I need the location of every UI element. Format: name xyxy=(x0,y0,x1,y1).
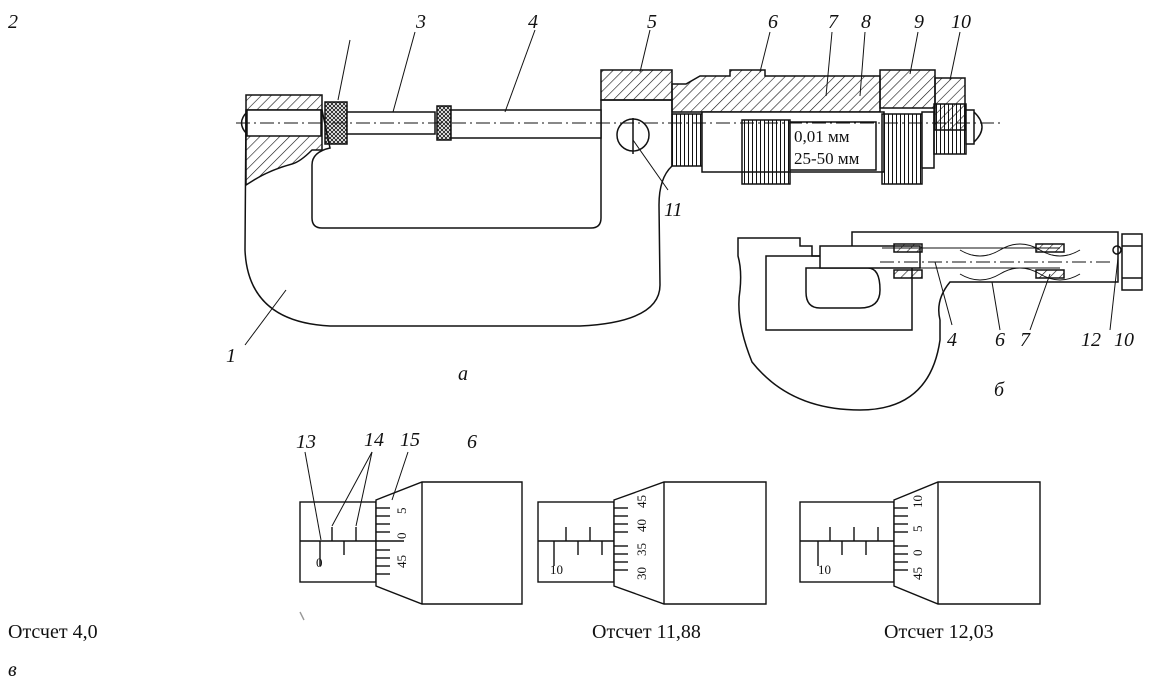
part-label-b10: 10 xyxy=(1114,329,1134,351)
thimble-label-3d: 45 xyxy=(910,567,925,580)
part-label-b7: 7 xyxy=(1020,329,1030,351)
thimble-label-2a: 45 xyxy=(634,495,649,508)
ratchet xyxy=(933,103,967,155)
stem-section xyxy=(600,69,673,101)
part-label-3: 3 xyxy=(416,11,426,33)
sleeve-label-3: 10 xyxy=(818,562,831,577)
thimble-label-3c: 0 xyxy=(910,550,925,557)
reading-caption-2: Отсчет 11,88 xyxy=(592,621,701,643)
thimble-skirt xyxy=(671,113,703,167)
thimble-label-2d: 30 xyxy=(634,567,649,580)
thimble-label-1b: 0 xyxy=(394,533,409,540)
sleeve-label-2: 10 xyxy=(550,562,563,577)
part-label-b4: 4 xyxy=(947,329,957,351)
panel-label-b: б xyxy=(994,379,1005,401)
schematic-ratchet xyxy=(1121,233,1143,291)
reading-caption-1: Отсчет 4,0 xyxy=(8,621,98,643)
thimble-label-2b: 40 xyxy=(634,519,649,532)
micrometer-frame xyxy=(244,99,673,327)
part-label-6: 6 xyxy=(768,11,778,33)
thimble-1 xyxy=(375,481,523,605)
plate-range: 25-50 мм xyxy=(794,149,860,168)
info-plate xyxy=(789,121,877,171)
part-label-15: 15 xyxy=(400,429,420,451)
part-label-c6: 6 xyxy=(467,431,477,453)
scale-reading-3 xyxy=(799,481,1041,605)
micrometer-schematic-view xyxy=(737,231,1143,411)
part-label-4: 4 xyxy=(528,11,538,33)
part-label-7: 7 xyxy=(828,11,838,33)
sleeve-3 xyxy=(799,501,895,583)
part-label-10: 10 xyxy=(951,11,971,33)
part-label-14: 14 xyxy=(364,429,384,451)
panel-label-c: в xyxy=(8,659,17,681)
thimble-label-3a: 10 xyxy=(910,495,925,508)
spindle-part-4 xyxy=(450,109,602,139)
scale-reading-2 xyxy=(537,481,767,605)
micrometer-section-view: 0,01 мм 25-50 мм xyxy=(236,29,1000,346)
part-label-5: 5 xyxy=(647,11,657,33)
reading-caption-3: Отсчет 12,03 xyxy=(884,621,994,643)
part-label-b6: 6 xyxy=(995,329,1005,351)
part-label-13: 13 xyxy=(296,431,316,453)
panel-label-a: а xyxy=(458,363,468,385)
thimble-label-3b: 5 xyxy=(910,526,925,533)
thimble-label-1c: 45 xyxy=(394,555,409,568)
part-label-8: 8 xyxy=(861,11,871,33)
part-label-9: 9 xyxy=(914,11,924,33)
part-label-1: 1 xyxy=(226,345,236,367)
part-label-b12: 12 xyxy=(1081,329,1101,351)
schematic-frame xyxy=(737,231,1119,411)
sleeve-label-1: 0 xyxy=(316,555,323,570)
thimble-label-2c: 35 xyxy=(634,543,649,556)
part-label-2: 2 xyxy=(8,11,18,33)
heel-section xyxy=(245,94,323,187)
plate-resolution: 0,01 мм xyxy=(794,127,850,146)
part-label-11: 11 xyxy=(664,199,683,221)
body-section xyxy=(671,69,881,113)
scale-reading-1 xyxy=(299,451,523,621)
thimble-label-1a: 5 xyxy=(394,508,409,515)
